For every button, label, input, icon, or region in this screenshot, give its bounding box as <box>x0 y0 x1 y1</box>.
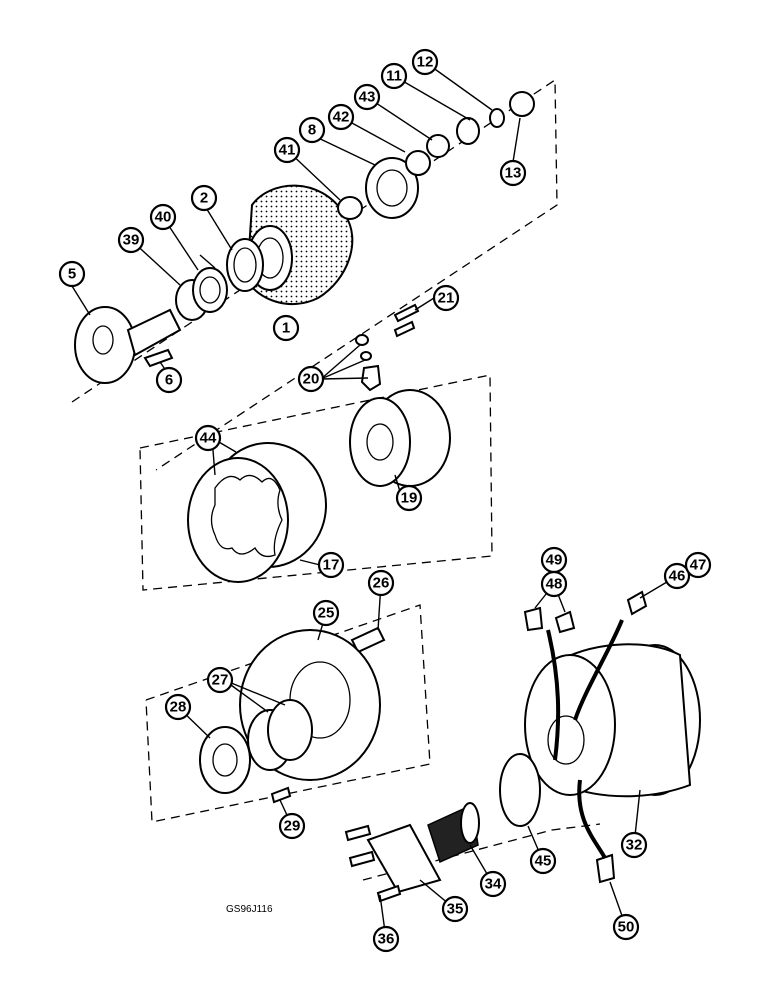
hoses <box>546 619 624 859</box>
callout-label: 2 <box>200 190 208 207</box>
callout-34: 34 <box>479 870 507 898</box>
callout-label: 12 <box>417 54 434 71</box>
callout-label: 26 <box>373 575 390 592</box>
callout-label: 48 <box>546 576 563 593</box>
ring-gear-17-44 <box>187 442 327 583</box>
callout-label: 50 <box>618 919 635 936</box>
callout-label: 27 <box>212 672 229 689</box>
callout-label: 49 <box>546 552 563 569</box>
callout-44: 44 <box>194 424 222 452</box>
callout-label: 42 <box>333 109 350 126</box>
bolt-6 <box>143 348 174 368</box>
o-ring-45 <box>499 753 541 827</box>
hub-housing-1 <box>245 184 354 306</box>
callout-47: 47 <box>684 551 712 579</box>
clip-29 <box>270 786 292 804</box>
callout-label: 21 <box>438 290 455 307</box>
callout-35: 35 <box>441 895 469 923</box>
callout-50: 50 <box>612 913 640 941</box>
callout-32: 32 <box>620 831 648 859</box>
callout-label: 8 <box>308 122 316 139</box>
callout-label: 1 <box>282 320 290 337</box>
callout-29: 29 <box>278 812 306 840</box>
callout-27: 27 <box>206 666 234 694</box>
callout-label: 11 <box>386 68 402 85</box>
callout-label: 46 <box>669 568 686 585</box>
callout-label: 36 <box>378 931 395 948</box>
callout-49: 49 <box>540 546 568 574</box>
callout-25: 25 <box>312 599 340 627</box>
callout-41: 41 <box>273 136 301 164</box>
callout-label: 41 <box>279 142 296 159</box>
callout-40: 40 <box>149 203 177 231</box>
rings-small <box>337 91 535 220</box>
bearings-27 <box>247 699 313 771</box>
output-flange-5 <box>74 306 182 384</box>
callout-label: 20 <box>303 371 320 388</box>
callout-6: 6 <box>155 366 183 394</box>
brake-pack-19 <box>349 389 451 487</box>
callout-label: 5 <box>68 266 76 283</box>
figure-id: GS96J116 <box>226 904 273 915</box>
callout-label: 39 <box>123 232 140 249</box>
callout-17: 17 <box>317 551 345 579</box>
callout-21: 21 <box>432 284 460 312</box>
callout-label: 19 <box>401 490 418 507</box>
callout-label: 32 <box>626 837 643 854</box>
callout-1: 1 <box>272 314 300 342</box>
motor-housing-32 <box>524 643 701 798</box>
callout-26: 26 <box>367 569 395 597</box>
callout-11: 11 <box>380 62 408 90</box>
callout-13: 13 <box>499 159 527 187</box>
callout-label: 29 <box>284 818 301 835</box>
callout-label: 6 <box>165 372 173 389</box>
callout-8: 8 <box>298 116 326 144</box>
bearing-8 <box>365 157 419 219</box>
callout-label-45: 45 <box>535 853 552 870</box>
callout-45: 45 <box>529 847 557 875</box>
callout-46: 46 <box>663 562 691 590</box>
valve-parts-20 <box>355 334 382 392</box>
callout-label: 13 <box>505 165 522 182</box>
callout-label: 34 <box>485 876 502 893</box>
callout-20: 20 <box>297 365 325 393</box>
callout-label: 47 <box>690 557 707 574</box>
bolts-36 <box>344 824 402 903</box>
callout-label: 28 <box>170 699 187 716</box>
bearing-28 <box>199 726 251 794</box>
callout-label: 35 <box>447 901 464 918</box>
callout-2: 2 <box>190 184 218 212</box>
callout-43: 43 <box>353 83 381 111</box>
callout-5: 5 <box>58 260 86 288</box>
callout-39: 39 <box>117 226 145 254</box>
callout-42: 42 <box>327 103 355 131</box>
callout-label: 40 <box>155 209 172 226</box>
callout-28: 28 <box>164 693 192 721</box>
pins-21 <box>393 303 420 338</box>
callout-label: 25 <box>318 605 335 622</box>
cover-plate-35 <box>366 823 442 894</box>
callout-12: 12 <box>411 48 439 76</box>
callout-36: 36 <box>372 925 400 953</box>
callout-48: 48 <box>540 570 568 598</box>
callout-label: 43 <box>359 89 376 106</box>
callout-label: 44 <box>200 430 217 447</box>
callout-19: 19 <box>395 484 423 512</box>
filter-34 <box>427 802 480 864</box>
callout-label: 17 <box>323 557 340 574</box>
seal-39-40 <box>175 267 228 321</box>
bearing-2 <box>226 238 264 292</box>
